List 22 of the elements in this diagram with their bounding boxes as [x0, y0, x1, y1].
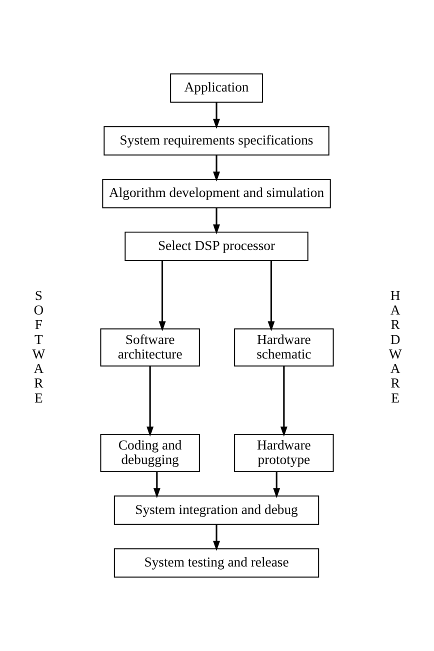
- arrow: [273, 472, 280, 498]
- arrow: [213, 524, 220, 551]
- node-box: Hardware prototype: [234, 434, 334, 472]
- arrow: [153, 472, 160, 498]
- arrow: [213, 155, 220, 182]
- arrow: [158, 260, 166, 332]
- node-box: System integration and debug: [114, 496, 320, 525]
- node-box: Select DSP processor: [124, 232, 308, 262]
- node-box: Algorithm development and simulation: [102, 178, 331, 208]
- node-box: System requirements specifications: [104, 126, 330, 156]
- node-box: Software architecture: [100, 328, 200, 367]
- label: HARDWARE: [388, 288, 402, 406]
- node-box: Coding and debugging: [100, 434, 200, 472]
- arrow: [146, 366, 154, 437]
- arrow: [213, 208, 220, 234]
- node-box: System testing and release: [114, 548, 320, 578]
- arrow: [280, 366, 288, 437]
- arrow: [268, 260, 275, 332]
- label: SOFTWARE: [32, 288, 46, 406]
- node-box: Application: [170, 73, 263, 103]
- node-box: Hardware schematic: [234, 328, 334, 367]
- arrow: [213, 102, 220, 129]
